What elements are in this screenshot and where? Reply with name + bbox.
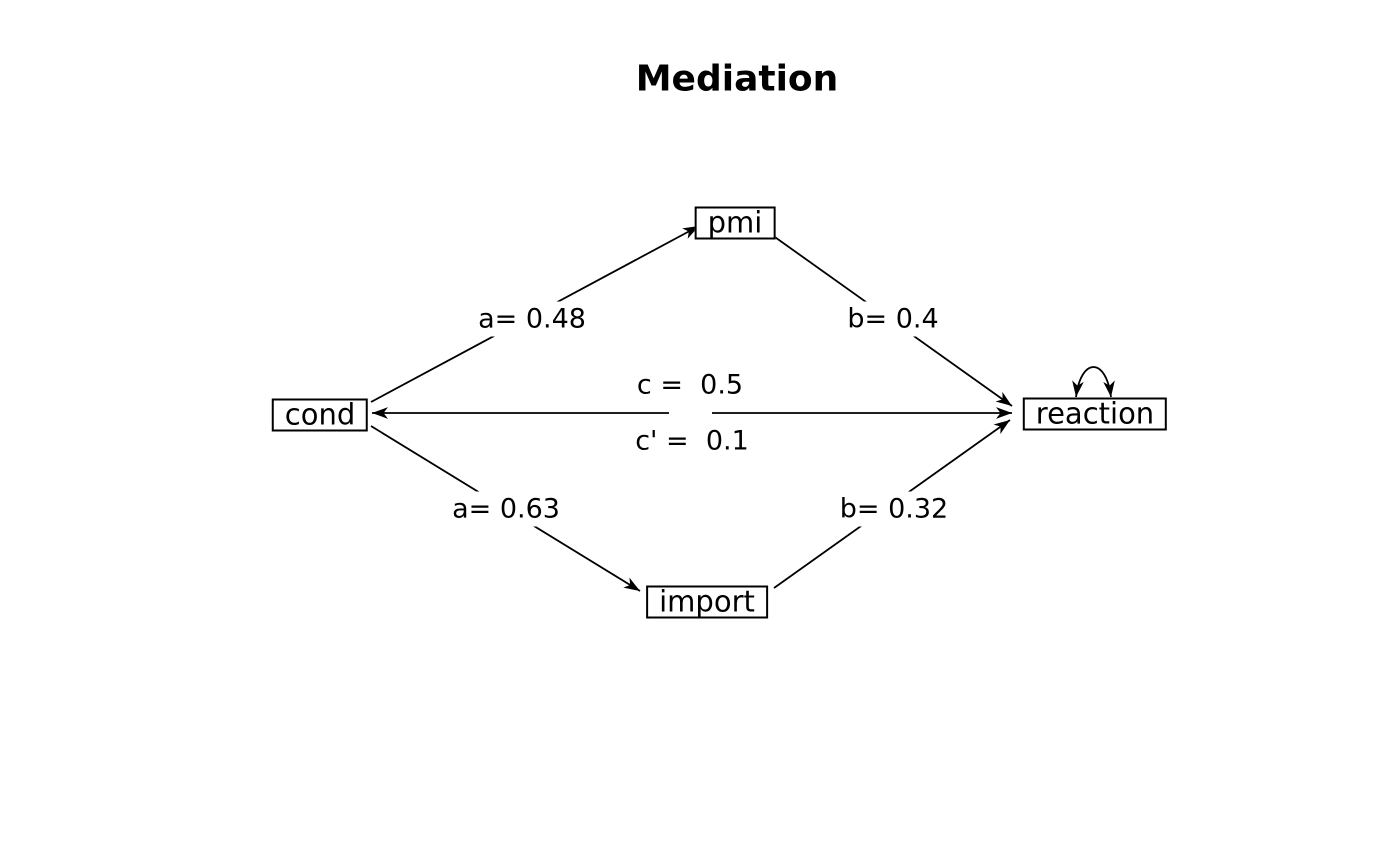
plot-title: Mediation [635,58,839,100]
edge-label-c-total: c = 0.5 [630,367,750,403]
edge-label-a-cond-pmi: a= 0.48 [472,301,592,337]
reaction-self-loop-arrow [1072,366,1115,398]
edge-label-b-import-reaction: b= 0.32 [833,491,955,527]
edge-label-a-cond-import: a= 0.63 [446,491,566,527]
node-import: import [646,585,768,619]
node-cond: cond [271,398,369,432]
node-reaction: reaction [1022,397,1168,431]
edge-label-c-direct: c' = 0.1 [629,423,755,459]
edge-label-b-pmi-reaction: b= 0.4 [841,301,945,337]
node-pmi: pmi [694,206,776,240]
